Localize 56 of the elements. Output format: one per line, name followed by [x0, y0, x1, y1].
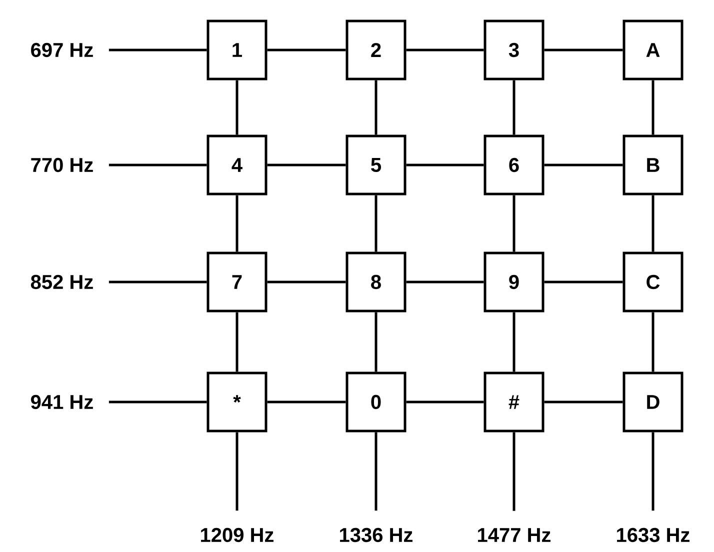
connector-line: [374, 432, 378, 511]
frequency-label: 1633 Hz: [617, 528, 690, 542]
frequency-label: 1477 Hz: [478, 528, 550, 542]
connector-line: [544, 280, 623, 284]
connector-line: [267, 48, 346, 52]
connector-line: [512, 80, 516, 135]
connector-line: [652, 312, 654, 372]
key-box: #: [484, 372, 544, 432]
connector-line: [374, 312, 378, 372]
connector-line: [236, 195, 238, 252]
connector-line: [652, 195, 654, 252]
connector-line: [512, 195, 516, 252]
connector-line: [267, 400, 346, 404]
key-box: 6: [484, 134, 544, 196]
connector-line: [544, 400, 623, 404]
key-box: 1: [206, 20, 268, 80]
connector-line: [108, 48, 207, 52]
connector-line: [267, 164, 346, 166]
key-box: D: [622, 372, 684, 432]
frequency-label: 1336 Hz: [340, 528, 412, 542]
key-box: 4: [206, 134, 268, 196]
connector-line: [374, 80, 378, 135]
connector-line: [406, 164, 484, 166]
connector-line: [544, 48, 623, 52]
frequency-label: 852 Hz: [30, 274, 93, 290]
key-box: 2: [346, 20, 406, 80]
connector-line: [108, 400, 207, 404]
connector-line: [406, 48, 484, 52]
key-box: 5: [346, 134, 406, 196]
key-box: 9: [484, 252, 544, 312]
frequency-label: 697 Hz: [31, 42, 93, 58]
connector-line: [652, 80, 654, 135]
key-box: B: [622, 134, 684, 196]
frequency-label: 1209 Hz: [201, 528, 274, 542]
connector-line: [406, 400, 484, 404]
key-box: 0: [346, 372, 406, 432]
connector-line: [108, 164, 207, 166]
connector-line: [236, 80, 238, 135]
key-box: 3: [484, 20, 544, 80]
key-box: 8: [346, 252, 406, 312]
connector-line: [267, 280, 346, 284]
frequency-label: 941 Hz: [31, 394, 93, 410]
key-box: A: [622, 20, 684, 80]
frequency-label: 770 Hz: [31, 158, 93, 172]
connector-line: [652, 432, 654, 511]
connector-line: [236, 312, 238, 372]
connector-line: [512, 312, 516, 372]
key-box: C: [622, 252, 684, 312]
connector-line: [406, 280, 484, 284]
connector-line: [544, 164, 623, 166]
key-box: 7: [206, 252, 268, 312]
connector-line: [236, 432, 238, 511]
connector-line: [512, 432, 516, 511]
connector-line: [108, 280, 207, 284]
connector-line: [374, 195, 378, 252]
key-box: *: [206, 372, 268, 432]
